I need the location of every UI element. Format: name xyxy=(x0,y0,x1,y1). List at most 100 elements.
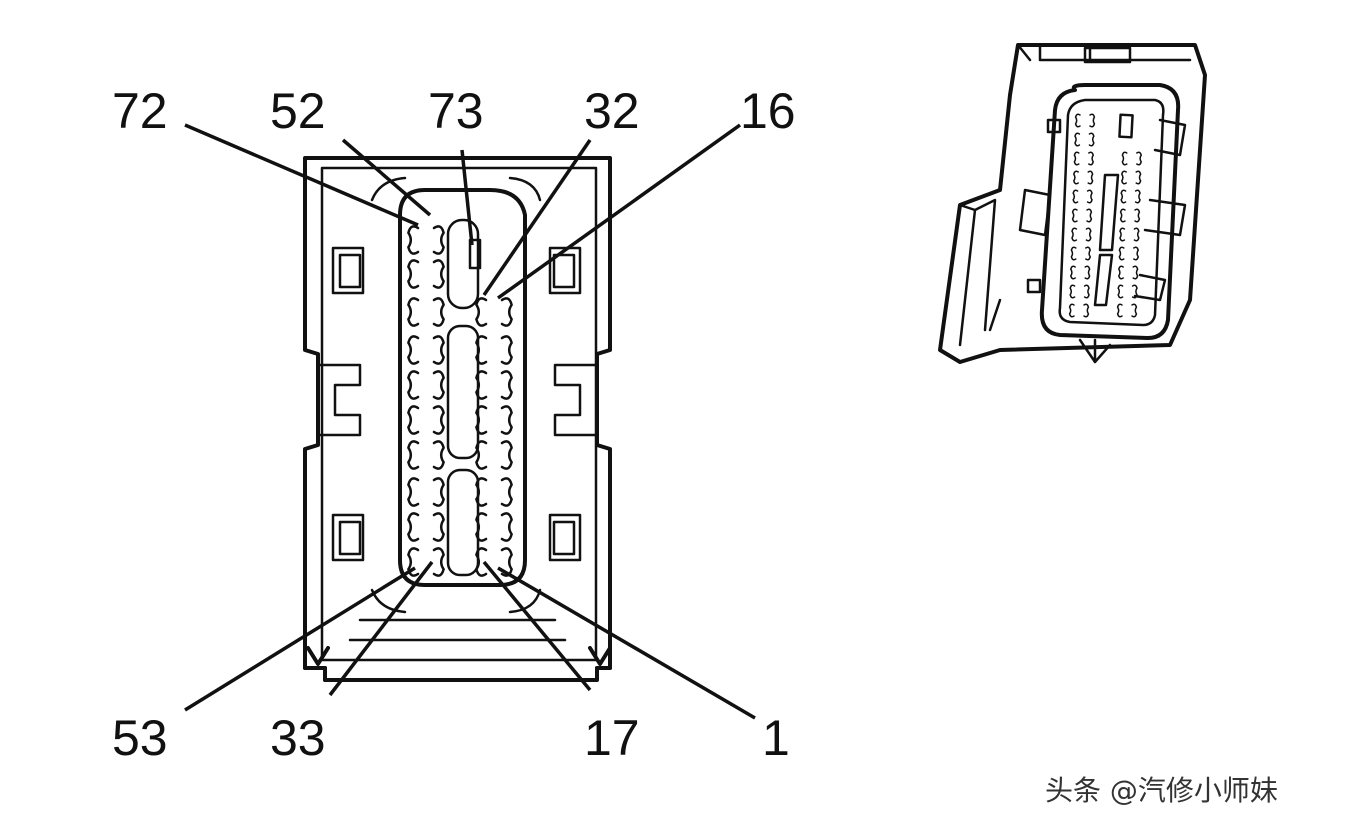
iso-pin-73-blade xyxy=(1118,113,1134,139)
iso-pin-cavity xyxy=(1068,303,1075,318)
leader-52 xyxy=(341,138,432,217)
pin-cavity-left-b xyxy=(432,297,445,327)
pin-cavity-left-a xyxy=(407,547,420,577)
iso-pin-cavity xyxy=(1135,170,1142,185)
pin-cavity-left-a xyxy=(407,335,420,365)
pin-cavity-left-b xyxy=(432,335,445,365)
iso-pin-cavity xyxy=(1131,303,1138,318)
iso-left-flange xyxy=(958,198,997,347)
iso-bottom-tab xyxy=(1078,338,1112,364)
pin-cavity-left-b xyxy=(432,225,445,255)
pin-cavity-left-b xyxy=(432,440,445,470)
label-33: 33 xyxy=(270,710,326,766)
iso-pin-cavity xyxy=(1089,113,1096,128)
bottom-left-latch xyxy=(303,638,330,682)
iso-top-slot xyxy=(1083,46,1132,64)
label-17: 17 xyxy=(584,710,640,766)
pin-grid xyxy=(407,225,513,577)
pin-cavity-left-a xyxy=(407,405,420,435)
pin-cavity-body xyxy=(398,188,527,587)
iso-pin-cavity xyxy=(1120,170,1127,185)
iso-pin-cavity xyxy=(1085,227,1092,242)
iso-pin-cavity xyxy=(1134,189,1141,204)
iso-pin-cavity xyxy=(1071,227,1078,242)
pin-cavity-left-b xyxy=(432,547,445,577)
iso-pin-cavity xyxy=(1071,208,1078,223)
iso-pin-cavity xyxy=(1088,151,1095,166)
pin-cavity-right-a xyxy=(475,335,488,365)
pin-cavity-left-a xyxy=(407,259,420,289)
iso-pin-cavity xyxy=(1074,113,1081,128)
right-lower-tab-inner xyxy=(552,520,576,556)
iso-pin-cavity xyxy=(1120,189,1127,204)
iso-pin-cavity xyxy=(1086,208,1093,223)
iso-pin-cavity xyxy=(1132,265,1139,280)
label-16: 16 xyxy=(740,83,796,139)
pin-cavity-right-a xyxy=(475,440,488,470)
pin-cavity-right-b xyxy=(500,512,513,542)
iso-face-frame xyxy=(1039,83,1181,340)
pin-cavity-right-a xyxy=(475,297,488,327)
iso-pin-cavity xyxy=(1088,132,1095,147)
iso-left-square-2 xyxy=(1026,278,1042,294)
pin-cavity-right-b xyxy=(500,370,513,400)
iso-pin-cavity xyxy=(1131,284,1138,299)
leader-72 xyxy=(184,123,419,227)
iso-pin-grid xyxy=(1068,113,1143,318)
iso-right-latch xyxy=(1133,118,1187,302)
iso-center-slot xyxy=(1093,173,1120,307)
iso-left-square-1 xyxy=(1046,118,1062,134)
pin-cavity-left-b xyxy=(432,370,445,400)
pin-cavity-right-a xyxy=(475,370,488,400)
pin-cavity-left-b xyxy=(432,259,445,289)
leader-73 xyxy=(460,149,474,246)
iso-pin-cavity xyxy=(1119,227,1126,242)
iso-pin-cavity xyxy=(1074,132,1081,147)
iso-pin-cavity xyxy=(1069,284,1076,299)
watermark-text: 头条 @汽修小师妹 xyxy=(1045,774,1278,807)
pin-73-blade xyxy=(468,238,482,270)
iso-pin-cavity xyxy=(1136,151,1143,166)
connector-face-view: 72 52 73 32 16 53 33 17 1 xyxy=(112,83,796,766)
pin-cavity-left-a xyxy=(407,440,420,470)
iso-pin-cavity xyxy=(1117,284,1124,299)
label-52: 52 xyxy=(270,83,326,139)
pin-cavity-right-b xyxy=(500,440,513,470)
pin-cavity-right-a xyxy=(475,512,488,542)
bottom-right-latch xyxy=(588,638,612,670)
iso-pin-cavity xyxy=(1117,265,1124,280)
label-73: 73 xyxy=(428,83,484,139)
iso-pin-cavity xyxy=(1116,303,1123,318)
left-middle-latch xyxy=(316,363,362,437)
left-upper-tab-inner xyxy=(338,253,362,289)
iso-pin-cavity xyxy=(1133,227,1140,242)
label-1: 1 xyxy=(762,710,790,766)
pin-cavity-left-b xyxy=(432,405,445,435)
pin-cavity-right-a xyxy=(475,547,488,577)
iso-face-inner xyxy=(1058,98,1165,327)
iso-outer-body xyxy=(938,43,1207,364)
right-middle-latch xyxy=(553,363,599,437)
iso-pin-cavity xyxy=(1084,265,1091,280)
center-slot-bottom xyxy=(446,468,480,577)
iso-pin-cavity xyxy=(1083,284,1090,299)
right-lower-tab xyxy=(548,513,582,562)
center-slot-middle xyxy=(446,324,480,460)
bottom-rail xyxy=(348,618,567,642)
pin-cavity-left-a xyxy=(407,225,420,255)
pin-cavity-left-a xyxy=(407,370,420,400)
left-lower-tab-inner xyxy=(338,520,362,556)
pin-cavity-right-b xyxy=(500,335,513,365)
center-slot-top xyxy=(446,218,480,310)
iso-pin-cavity xyxy=(1069,265,1076,280)
iso-pin-cavity xyxy=(1083,303,1090,318)
pin-cavity-right-b xyxy=(500,405,513,435)
pin-cavity-left-a xyxy=(407,477,420,507)
iso-pin-cavity xyxy=(1118,246,1125,261)
pin-cavity-left-b xyxy=(432,512,445,542)
iso-pin-cavity xyxy=(1072,170,1079,185)
label-53: 53 xyxy=(112,710,168,766)
iso-pin-cavity xyxy=(1086,189,1093,204)
leader-53 xyxy=(184,566,416,712)
